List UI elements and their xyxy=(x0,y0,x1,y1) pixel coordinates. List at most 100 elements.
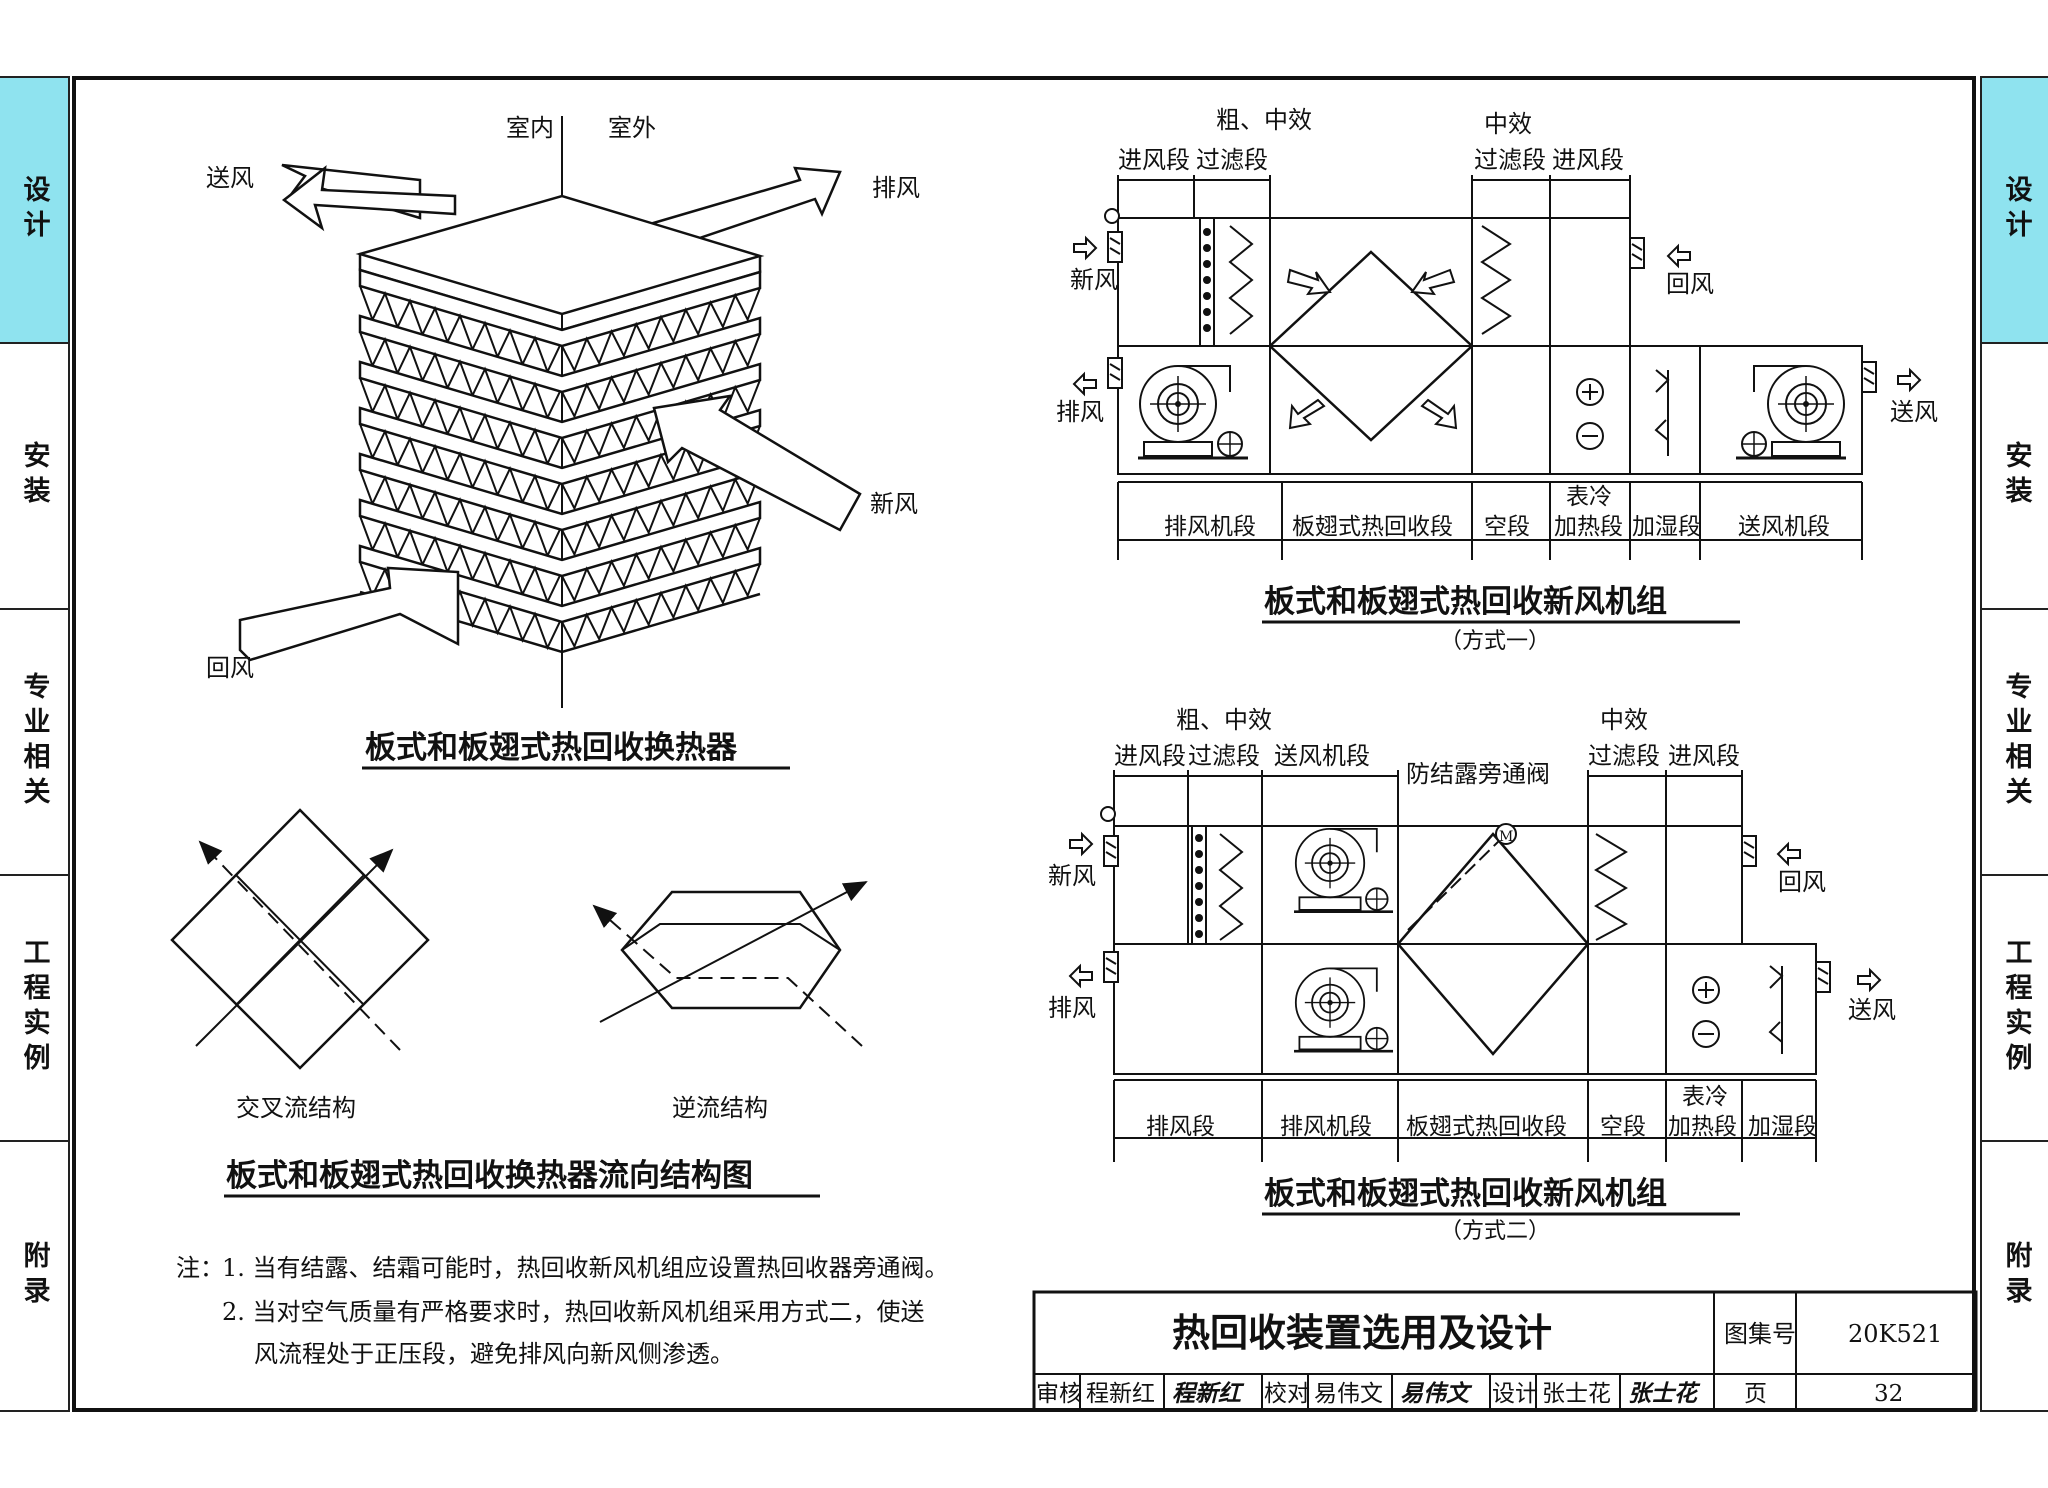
sec2-empty: 空段 xyxy=(1600,1114,1646,1140)
fresh-damper-2-icon xyxy=(1103,835,1119,867)
supply-arrow-head-icon xyxy=(281,165,457,232)
right-side-tabs: 设计 安装 专业相关 工程实例 附录 xyxy=(1980,76,2048,1412)
supply-air-label: 送风 xyxy=(206,164,254,192)
counter-flow-diagram: 逆流结构 xyxy=(592,881,868,1122)
designer-signature: 张士花 xyxy=(1628,1380,1701,1407)
atlas-number: 20K521 xyxy=(1848,1320,1942,1348)
hdr-filter2: 过滤段 xyxy=(1474,146,1546,174)
exhaust-fan-2-icon xyxy=(1292,967,1395,1053)
cross-flow-label: 交叉流结构 xyxy=(236,1094,356,1122)
notes-prefix: 注： xyxy=(176,1254,224,1282)
tab-install-right[interactable]: 安装 xyxy=(1982,342,2048,608)
return-air-label: 回风 xyxy=(206,654,254,682)
sec2-coil-bottom: 加热段 xyxy=(1668,1114,1737,1140)
hdr-inlet2: 进风段 xyxy=(1552,146,1624,174)
designer-name: 张士花 xyxy=(1542,1381,1611,1407)
tab-label: 附录 xyxy=(2000,1241,2032,1311)
sec-exhaust-fan: 排风机段 xyxy=(1164,514,1256,540)
sec2-coil-top: 表冷 xyxy=(1682,1084,1728,1110)
tab-label: 设计 xyxy=(2000,175,2032,245)
sec-coil-top: 表冷 xyxy=(1566,484,1612,510)
outdoor-label: 室外 xyxy=(608,114,656,142)
plate-heat-exchanger: 室内 室外 送风 排风 新风 回风 板式和板翅式热回收换热器 xyxy=(206,114,920,770)
supply-damper-icon xyxy=(1861,361,1877,393)
hdr-filter: 过滤段 xyxy=(1196,146,1268,174)
indoor-label: 室内 xyxy=(506,114,554,142)
fresh-arrow-icon xyxy=(652,394,862,532)
hdr-mid: 中效 xyxy=(1484,110,1532,138)
note-2a: 2. 当对空气质量有严格要求时，热回收新风机组采用方式二，使送 xyxy=(222,1298,925,1326)
tab-label: 设计 xyxy=(18,175,50,245)
exhaust-label: 排风 xyxy=(1056,398,1104,426)
tab-examples-right[interactable]: 工程实例 xyxy=(1982,874,2048,1140)
hdr2-bypass: 防结露旁通阀 xyxy=(1406,760,1550,788)
supply-fan-2-icon xyxy=(1292,827,1395,914)
return-label: 回风 xyxy=(1666,270,1714,298)
tab-design-right[interactable]: 设计 xyxy=(1982,76,2048,342)
sec-supply-fan: 送风机段 xyxy=(1738,514,1830,540)
hdr2-supply-fan: 送风机段 xyxy=(1274,742,1370,770)
return-damper-2-icon xyxy=(1741,835,1757,867)
check-label: 校对 xyxy=(1264,1381,1310,1407)
exhaust-damper-2-icon xyxy=(1103,951,1119,983)
return-arrow-icon xyxy=(238,566,460,662)
hdr-rough-mid: 粗、中效 xyxy=(1216,106,1312,134)
supply-fan-icon xyxy=(1734,364,1848,460)
unit2-subtitle: （方式二） xyxy=(1440,1219,1550,1244)
cross-flow-diagram: 交叉流结构 xyxy=(170,808,430,1122)
note-2b: 风流程处于正压段，避免排风向新风侧渗透。 xyxy=(254,1340,734,1368)
tab-appendix-right[interactable]: 附录 xyxy=(1982,1140,2048,1412)
tab-design-left[interactable]: 设计 xyxy=(0,76,68,342)
ahu-mode-2: 粗、中效 进风段 过滤段 送风机段 防结露旁通阀 中效 过滤段 进风段 xyxy=(1048,706,1896,1244)
reviewer-signature: 程新红 xyxy=(1172,1380,1245,1407)
unit1-subtitle: （方式一） xyxy=(1440,629,1550,654)
tab-label: 附录 xyxy=(18,1241,50,1311)
checker-name: 易伟文 xyxy=(1314,1381,1383,1407)
tab-appendix-left[interactable]: 附录 xyxy=(0,1140,68,1412)
hdr2-filter2: 过滤段 xyxy=(1588,742,1660,770)
hdr2-inlet2: 进风段 xyxy=(1668,742,1740,770)
tab-label: 专业相关 xyxy=(18,672,50,812)
fresh-label-2: 新风 xyxy=(1048,862,1096,890)
fresh-air-label: 新风 xyxy=(870,490,918,518)
tab-label: 安装 xyxy=(2000,441,2032,511)
sec2-exhaust-fan: 排风机段 xyxy=(1280,1114,1372,1140)
flow-title: 板式和板翅式热回收换热器流向结构图 xyxy=(226,1158,753,1194)
exhaust-fan-icon xyxy=(1136,364,1250,460)
sec2-humid: 加湿段 xyxy=(1748,1114,1817,1140)
page-number: 32 xyxy=(1874,1381,1903,1407)
tab-examples-left[interactable]: 工程实例 xyxy=(0,874,68,1140)
coil-symbols xyxy=(1576,378,1604,450)
tab-label: 专业相关 xyxy=(2000,672,2032,812)
sec-empty: 空段 xyxy=(1484,514,1530,540)
tab-related-right[interactable]: 专业相关 xyxy=(1982,608,2048,874)
counter-flow-label: 逆流结构 xyxy=(672,1094,768,1122)
sec2-exhaust: 排风段 xyxy=(1146,1114,1215,1140)
hdr2-inlet: 进风段 xyxy=(1114,742,1186,770)
sec-recovery: 板翅式热回收段 xyxy=(1292,514,1453,540)
title-block: 热回收装置选用及设计 图集号 20K521 页 32 审核 程新红 程新红 校对… xyxy=(1032,1290,1978,1412)
drawing-frame xyxy=(72,76,1976,1412)
coil-symbols-2 xyxy=(1692,976,1720,1048)
tab-label: 工程实例 xyxy=(18,938,50,1078)
plate-layers xyxy=(358,268,762,654)
supply-label-2: 送风 xyxy=(1848,996,1896,1024)
supply-label: 送风 xyxy=(1890,398,1938,426)
notes: 注： 1. 当有结露、结霜可能时，热回收新风机组应设置热回收器旁通阀。 2. 当… xyxy=(176,1254,949,1368)
hdr2-filter: 过滤段 xyxy=(1188,742,1260,770)
plate-fins xyxy=(359,515,761,605)
tab-label: 工程实例 xyxy=(2000,938,2032,1078)
design-label: 设计 xyxy=(1492,1381,1538,1407)
tab-install-left[interactable]: 安装 xyxy=(0,342,68,608)
tab-related-left[interactable]: 专业相关 xyxy=(0,608,68,874)
sec-coil-bottom: 加热段 xyxy=(1554,514,1623,540)
bypass-line xyxy=(1407,837,1503,931)
note-1: 1. 当有结露、结霜可能时，热回收新风机组应设置热回收器旁通阀。 xyxy=(222,1254,949,1282)
sheet-title: 热回收装置选用及设计 xyxy=(1172,1311,1552,1355)
page-label: 页 xyxy=(1744,1381,1767,1407)
sec2-recovery: 板翅式热回收段 xyxy=(1406,1114,1567,1140)
reviewer-name: 程新红 xyxy=(1086,1381,1155,1407)
exhaust-air-label: 排风 xyxy=(872,174,920,202)
ahu-mode-1: 粗、中效 进风段 过滤段 中效 过滤段 进风段 xyxy=(1056,106,1938,654)
